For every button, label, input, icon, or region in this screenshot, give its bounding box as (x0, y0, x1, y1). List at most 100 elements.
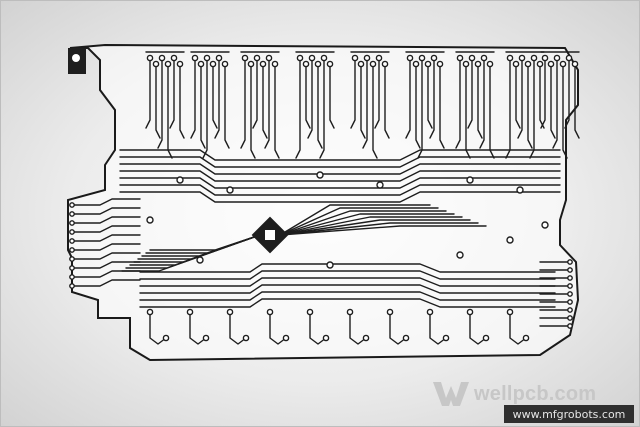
pcb-trace (540, 57, 546, 129)
pcb-trace (200, 63, 206, 149)
pcb-traces (71, 51, 580, 345)
mounting-hole (68, 48, 86, 74)
pcb-pad (69, 247, 75, 253)
pcb-trace (71, 207, 141, 215)
pcb-trace (139, 291, 556, 301)
pcb-pad (375, 54, 383, 62)
pcb-trace (262, 63, 268, 139)
pcb-pad (468, 54, 476, 62)
pcb-pad (308, 54, 316, 62)
pcb-pad (146, 54, 154, 62)
pcb-trace (119, 191, 561, 203)
pcb-pad (402, 334, 410, 342)
pcb-pad (462, 60, 470, 68)
pcb-trace (405, 57, 411, 139)
pcb-trace (190, 57, 196, 139)
pcb-trace (439, 63, 445, 149)
pcb-pad (565, 54, 573, 62)
pcb-pad (176, 176, 184, 184)
pcb-pad (406, 54, 414, 62)
pcb-trace (229, 311, 247, 345)
pcb-pad (215, 54, 223, 62)
pcb-pad (296, 54, 304, 62)
pcb-pad (197, 60, 205, 68)
pcb-pad (567, 275, 573, 281)
pcb-pad (164, 60, 172, 68)
pcb-pad (326, 60, 334, 68)
pcb-pad (559, 60, 567, 68)
pcb-trace (329, 63, 335, 129)
pcb-pad (226, 186, 234, 194)
pcb-pad (176, 60, 184, 68)
pcb-pad (486, 60, 494, 68)
pcb-trace (279, 204, 431, 236)
pcb-pad (152, 60, 160, 68)
pcb-pad (170, 54, 178, 62)
pcb-trace (305, 63, 311, 129)
pcb-pad (516, 186, 524, 194)
pcb-pad (553, 54, 561, 62)
pcb-pad (466, 308, 474, 316)
pcb-trace (515, 63, 521, 129)
pcb-pad (369, 60, 377, 68)
pcb-trace (319, 57, 325, 159)
pcb-pad (221, 60, 229, 68)
pcb-pad (202, 334, 210, 342)
pcb-trace (552, 57, 558, 149)
pcb-trace (149, 311, 167, 345)
pcb-pad (322, 334, 330, 342)
pcb-pad (412, 60, 420, 68)
pcb-pad (426, 308, 434, 316)
pcb-pad (442, 334, 450, 342)
pcb-pad (541, 221, 549, 229)
pcb-pad (530, 54, 538, 62)
pcb-trace (119, 156, 561, 168)
pcb-trace (252, 57, 258, 129)
pcb-pad (265, 54, 273, 62)
pcb-trace (119, 149, 561, 161)
pcb-pad (282, 334, 290, 342)
pcb-pad (522, 334, 530, 342)
pcb-pad (69, 211, 75, 217)
pcb-trace (384, 63, 390, 139)
pcb-pad (567, 259, 573, 265)
pcb-pad (158, 54, 166, 62)
pcb-trace (362, 57, 368, 149)
pcb-trace (71, 270, 141, 278)
pcb-pad (191, 54, 199, 62)
pcb-pad (69, 220, 75, 226)
pcb-pad (242, 334, 250, 342)
pcb-trace (295, 57, 301, 159)
pcb-pad (567, 315, 573, 321)
pcb-pad (326, 261, 334, 269)
pcb-trace (279, 222, 479, 236)
pcb-pad (69, 283, 75, 289)
pcb-trace (279, 219, 471, 236)
pcb-trace (429, 57, 435, 139)
pcb-pad (482, 334, 490, 342)
pcb-trace (71, 279, 141, 287)
pcb-pad (302, 60, 310, 68)
pcb-pad (362, 334, 370, 342)
pcb-trace (179, 63, 185, 139)
pcb-trace (119, 184, 561, 196)
pcb-trace (564, 57, 570, 129)
pcb-trace (157, 57, 163, 149)
pcb-trace (307, 57, 313, 139)
ic-chip (251, 216, 289, 254)
pcb-pad (424, 60, 432, 68)
pcb-trace (279, 207, 439, 236)
pcb-trace (240, 57, 246, 149)
pcb-pad (247, 60, 255, 68)
pcb-pad (241, 54, 249, 62)
pcb-pad (386, 308, 394, 316)
pcb-trace (139, 270, 556, 280)
pcb-trace (214, 57, 220, 139)
site-credit-strip: www.mfgrobots.com (504, 405, 634, 423)
pcb-pad (466, 176, 474, 184)
pcb-trace (279, 216, 463, 236)
pcb-trace (155, 63, 161, 139)
pcb-trace (71, 234, 141, 242)
pcb-trace (119, 170, 561, 182)
pcb-trace (145, 57, 151, 129)
